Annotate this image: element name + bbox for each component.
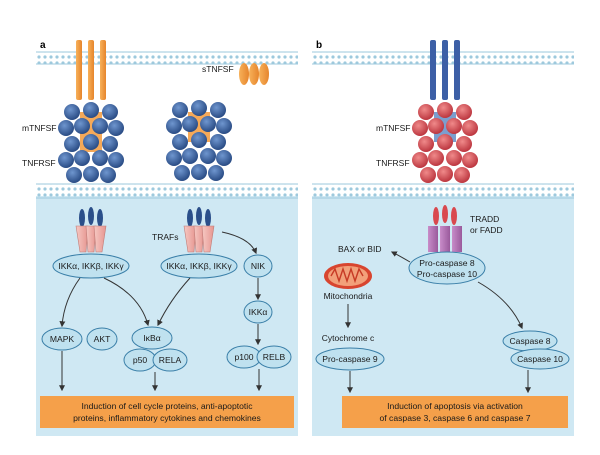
panel-a: a <box>22 40 298 436</box>
node-ikka-text: IKKα <box>249 307 268 317</box>
outcome-a-line1: Induction of cell cycle proteins, anti-a… <box>81 401 253 411</box>
arrows-panel-a <box>59 231 262 392</box>
outcome-b-line2: of caspase 3, caspase 6 and caspase 7 <box>380 413 531 423</box>
receptor-cluster-a1 <box>58 102 124 183</box>
label-tnfrsf-a: TNFRSF <box>22 158 56 168</box>
plasma-membrane-b <box>312 184 574 198</box>
node-p100-text: p100 <box>234 352 253 362</box>
node-caspase-10 <box>510 348 570 370</box>
plasma-membrane-a <box>36 184 298 198</box>
node-rela <box>152 348 188 372</box>
node-ikka <box>243 300 273 324</box>
label-trafs: TRAFs <box>152 232 178 242</box>
outcome-box-a <box>40 396 294 428</box>
label-mitochondria: Mitochondria <box>324 291 373 301</box>
trafs-cluster-a1 <box>75 207 107 253</box>
node-caspase10-text: Caspase 10 <box>517 354 563 364</box>
panel-b-letter: b <box>316 40 322 51</box>
node-akt-text: AKT <box>94 334 111 344</box>
soluble-ligand-icon <box>239 63 269 85</box>
panel-a-letter: a <box>40 40 46 51</box>
node-caspase8-text: Caspase 8 <box>509 336 550 346</box>
node-ikk-complex-a1 <box>52 253 130 279</box>
node-procaspase-9 <box>315 347 385 371</box>
label-bax-bid: BAX or BID <box>338 244 381 254</box>
node-nik-text: NIK <box>251 261 266 271</box>
node-ikk-complex-a1-text: IKKα, IKKβ, IKKγ <box>58 261 124 271</box>
receptor-cluster-a2 <box>166 100 232 181</box>
node-procaspase-8-10 <box>408 251 486 285</box>
node-ikk-complex-a2 <box>160 253 238 279</box>
node-akt <box>86 327 118 351</box>
arrows-panel-b <box>345 251 531 394</box>
receptor-cluster-b <box>412 102 478 183</box>
node-relb <box>256 345 292 369</box>
node-procaspase9-text: Pro-caspase 9 <box>322 354 378 364</box>
node-nik <box>243 254 273 278</box>
tradd-fadd-cluster <box>428 205 462 252</box>
outcome-box-b <box>342 396 568 428</box>
node-mapk <box>41 327 83 351</box>
label-tnfrsf-b: TNFRSF <box>376 158 410 168</box>
label-cytochrome-c: Cytochrome c <box>322 333 375 343</box>
node-procaspase10-text: Pro-caspase 10 <box>417 269 477 279</box>
node-p50-text: p50 <box>133 355 148 365</box>
label-tradd: TRADD <box>470 214 499 224</box>
node-ikk-complex-a2-text: IKKα, IKKβ, IKKγ <box>166 261 232 271</box>
outcome-b-line1: Induction of apoptosis via activation <box>387 401 523 411</box>
node-relb-text: RELB <box>263 352 286 362</box>
outcome-a-line2: proteins, inflammatory cytokines and che… <box>73 413 261 423</box>
label-mtnfsf-b: mTNFSF <box>376 123 410 133</box>
membrane-ligand-rods-b <box>430 40 460 100</box>
node-ikba-text: IκBα <box>143 333 160 343</box>
membrane-ligand-rods-a <box>76 40 106 100</box>
label-stnfsf: sTNFSF <box>202 64 234 74</box>
panel-b: b <box>312 40 574 436</box>
node-procaspase8-text: Pro-caspase 8 <box>419 258 475 268</box>
node-mapk-text: MAPK <box>50 334 75 344</box>
node-rela-text: RELA <box>159 355 182 365</box>
label-or-fadd: or FADD <box>470 225 503 235</box>
label-mtnfsf-a: mTNFSF <box>22 123 56 133</box>
trafs-cluster-a2 <box>183 207 215 253</box>
upper-membrane-a <box>36 52 298 64</box>
node-ikba <box>131 326 173 350</box>
mitochondria-icon <box>324 263 372 289</box>
